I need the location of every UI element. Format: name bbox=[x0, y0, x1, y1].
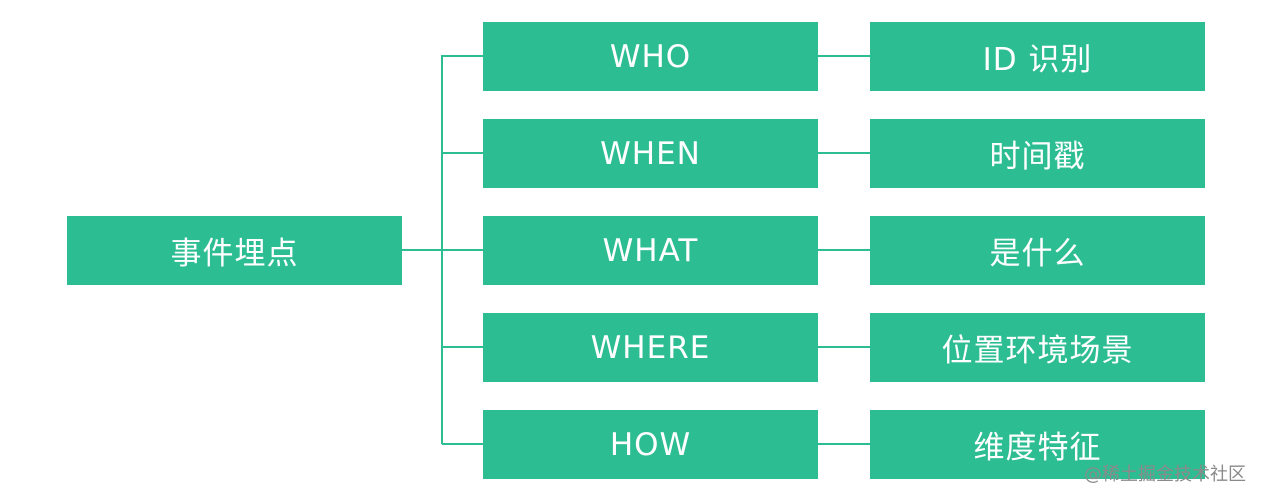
dimension-label-who: WHO bbox=[609, 38, 692, 75]
meaning-node-what: 是什么 bbox=[870, 216, 1205, 285]
meaning-label-when: 时间戳 bbox=[989, 139, 1086, 175]
dimension-label-when: WHEN bbox=[600, 135, 701, 172]
dimension-node-how: HOW bbox=[483, 410, 818, 479]
meaning-label-who: ID 识别 bbox=[982, 42, 1093, 78]
meaning-label-where: 位置环境场景 bbox=[941, 333, 1134, 369]
dimension-node-what: WHAT bbox=[483, 216, 818, 285]
dimension-label-what: WHAT bbox=[602, 232, 699, 269]
meaning-node-who: ID 识别 bbox=[870, 22, 1205, 91]
meaning-node-how: 维度特征 bbox=[870, 410, 1205, 479]
dimension-node-when: WHEN bbox=[483, 119, 818, 188]
root-node-event-tracking: 事件埋点 bbox=[67, 216, 402, 285]
watermark-text: @稀土掘金技术社区 bbox=[1084, 464, 1246, 485]
meaning-label-what: 是什么 bbox=[989, 236, 1086, 272]
meaning-node-when: 时间戳 bbox=[870, 119, 1205, 188]
meaning-label-how: 维度特征 bbox=[973, 430, 1102, 466]
dimension-label-how: HOW bbox=[609, 426, 692, 463]
root-node-label: 事件埋点 bbox=[170, 236, 299, 272]
dimension-label-where: WHERE bbox=[590, 329, 711, 366]
dimension-node-who: WHO bbox=[483, 22, 818, 91]
meaning-node-where: 位置环境场景 bbox=[870, 313, 1205, 382]
dimension-node-where: WHERE bbox=[483, 313, 818, 382]
